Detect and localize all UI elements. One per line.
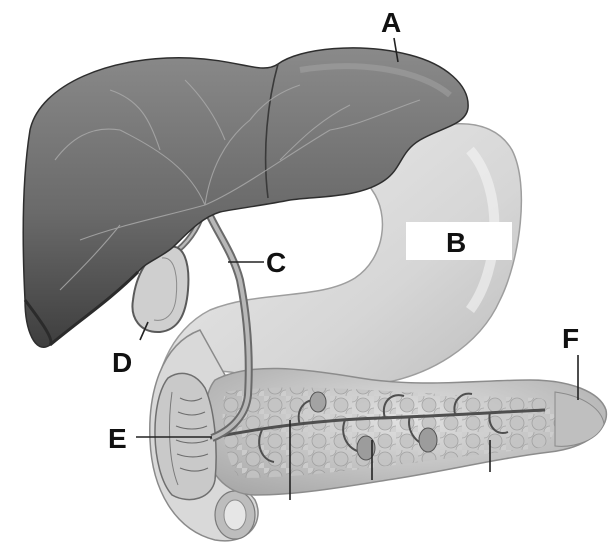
label-c: C [266, 247, 286, 278]
label-e: E [108, 423, 127, 454]
label-b: B [446, 227, 466, 258]
pancreas [205, 368, 606, 495]
label-a: A [381, 7, 401, 38]
label-f: F [562, 323, 579, 354]
label-d: D [112, 347, 132, 378]
